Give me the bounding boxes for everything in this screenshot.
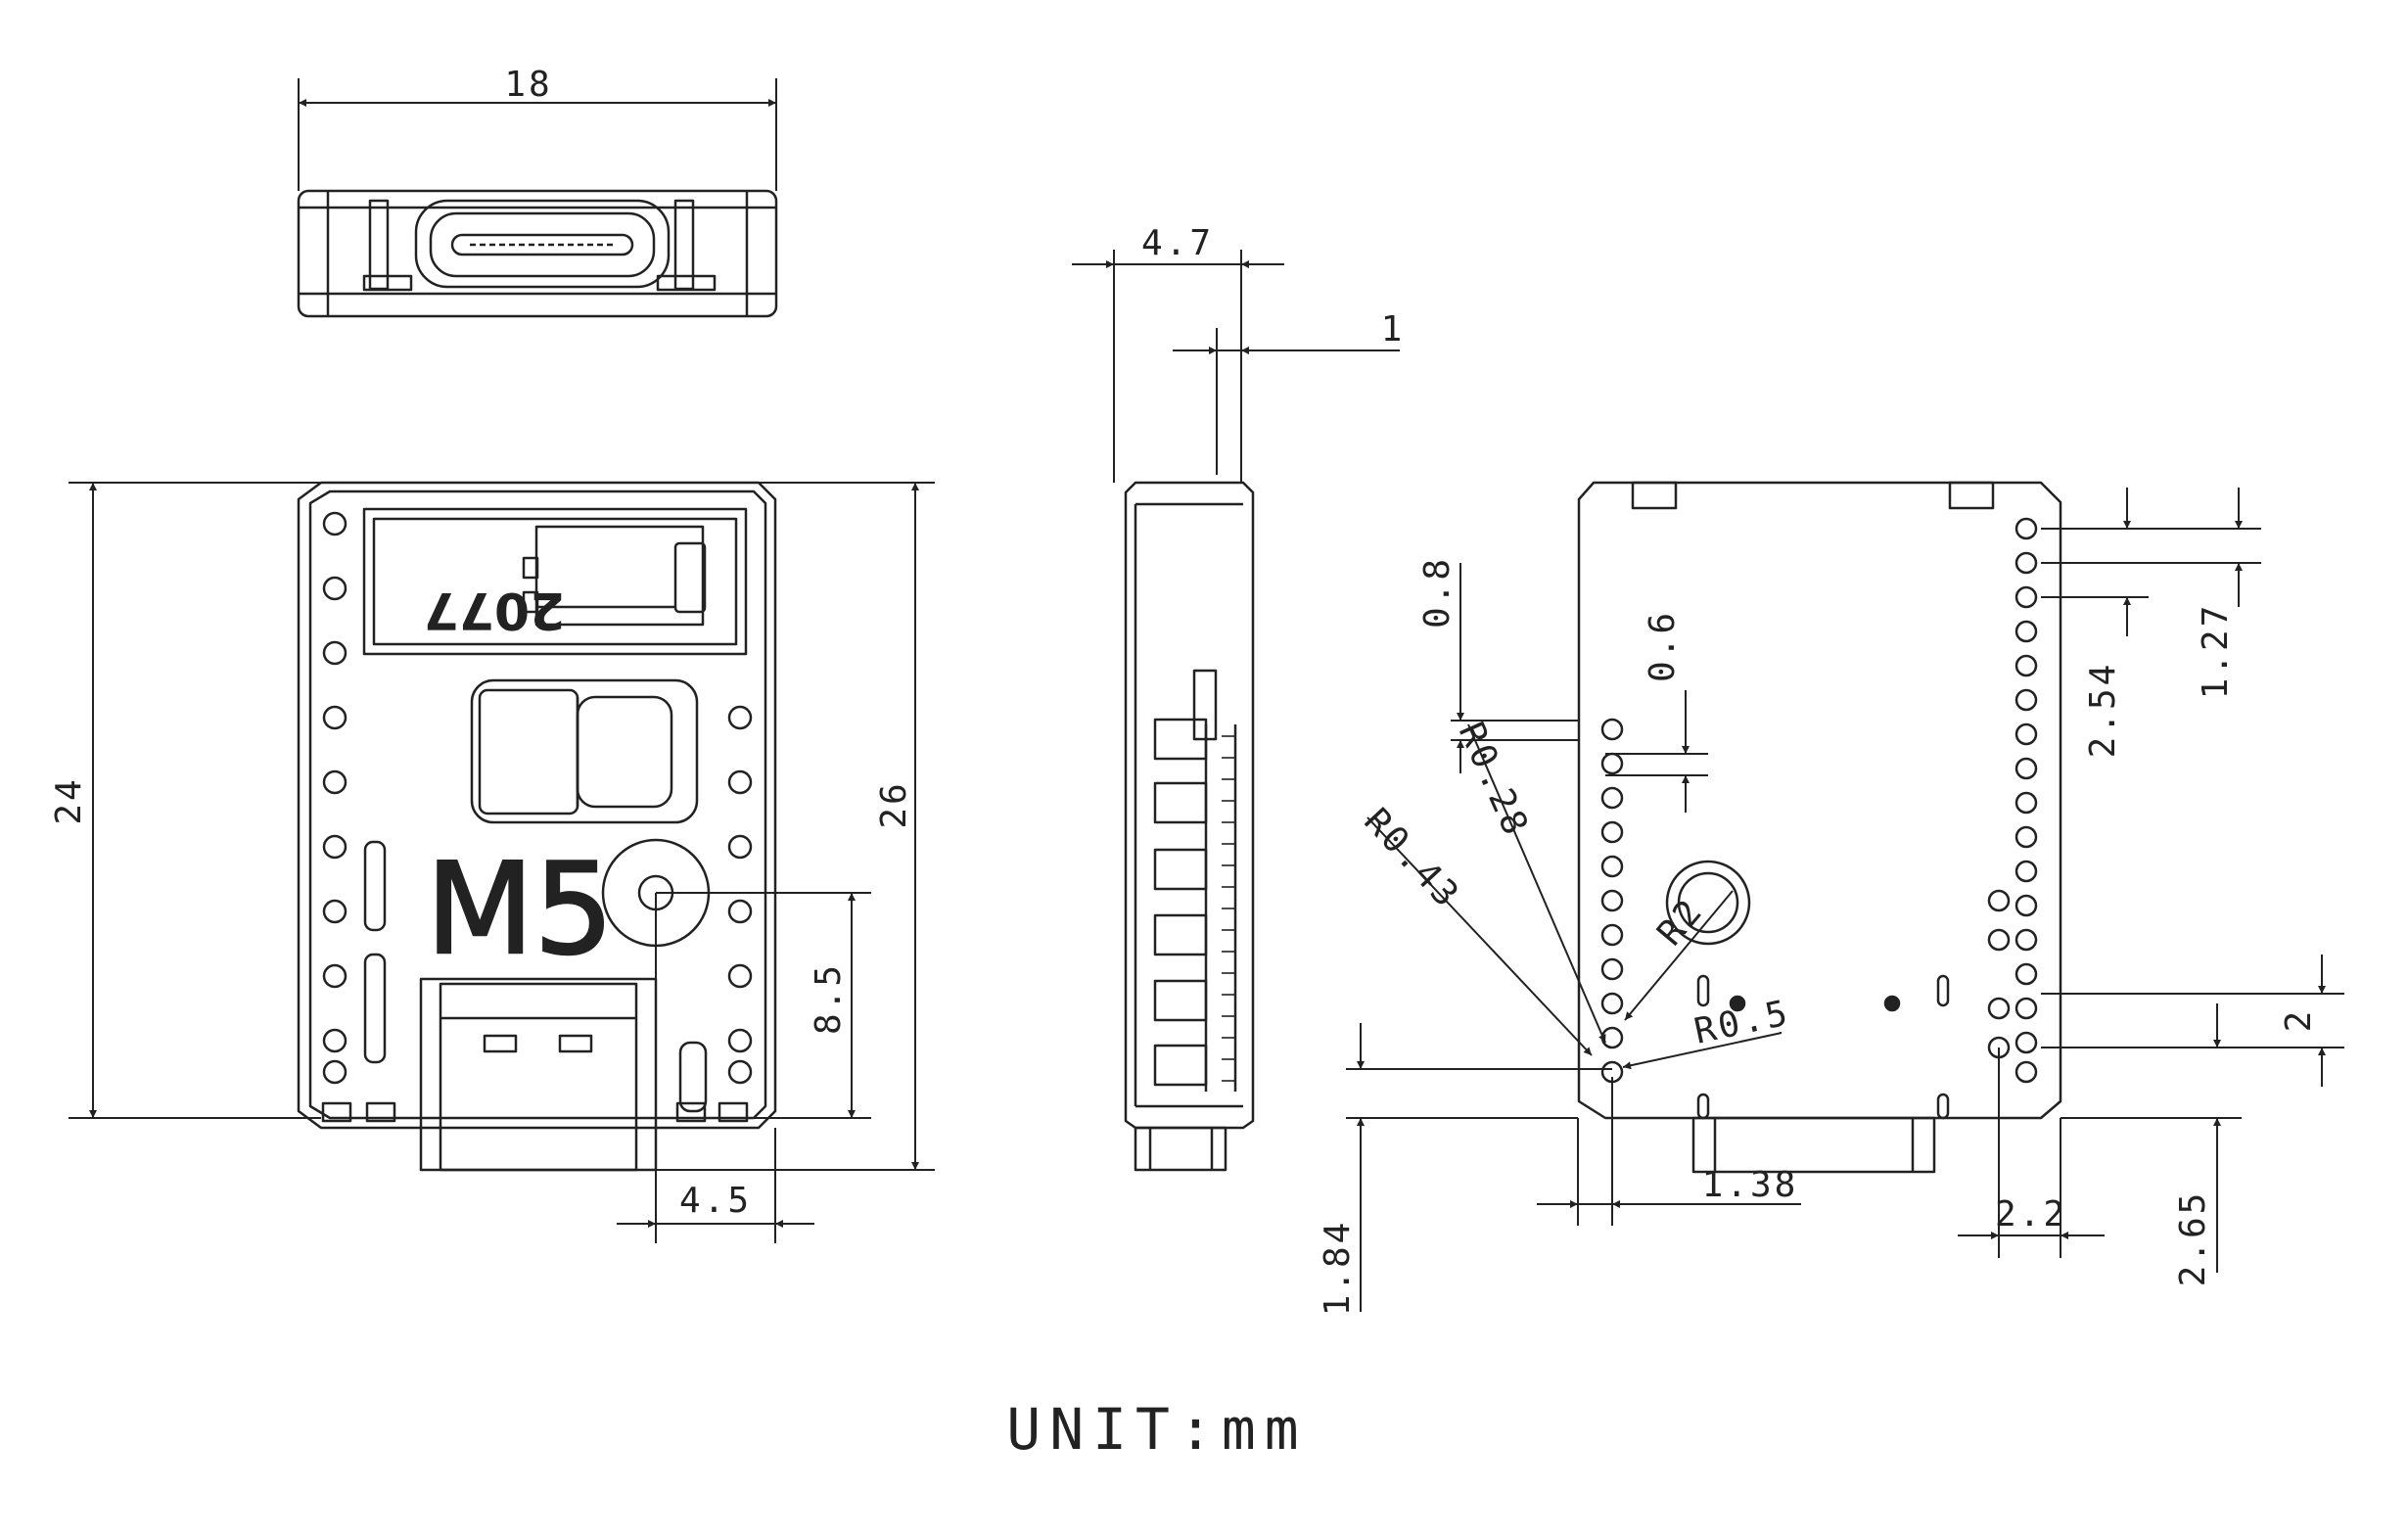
dim-bottom-pad-offset: 2.65 bbox=[2173, 1190, 2213, 1287]
left-castellated-pads bbox=[322, 511, 347, 1085]
side-usb-plug bbox=[1134, 1126, 1227, 1172]
button-housing bbox=[470, 678, 699, 824]
dim-row-pitch: 2 bbox=[2279, 1008, 2319, 1033]
dim-edge-offset-y: 1.84 bbox=[1318, 1220, 1358, 1317]
bottom-left-pads bbox=[1600, 718, 1624, 1084]
bottom-mount-ring bbox=[1665, 860, 1751, 946]
dim-hole-offset-x: 4.5 bbox=[679, 1181, 752, 1221]
dim-hole-offset-y: 8.5 bbox=[809, 962, 849, 1035]
chip-marking: 2077 bbox=[424, 581, 566, 639]
bottom-view-outline bbox=[1577, 481, 2062, 1120]
dim-pad-gap: 0.6 bbox=[1643, 610, 1683, 682]
dim-pad-spacing: 2.2 bbox=[1995, 1194, 2067, 1234]
m5-logo: M5 bbox=[426, 837, 614, 983]
dim-pin-pitch: 2.54 bbox=[2083, 662, 2123, 759]
chip-area bbox=[362, 507, 748, 656]
dim-width-18: 18 bbox=[504, 65, 552, 105]
bottom-view bbox=[1577, 481, 2062, 1174]
dim-pin-offset: 1.27 bbox=[2196, 603, 2236, 700]
usb-c-port bbox=[414, 199, 671, 289]
dim-thickness: 4.7 bbox=[1141, 223, 1214, 263]
front-view bbox=[297, 481, 777, 1172]
usb-a-plug bbox=[419, 977, 658, 1172]
dim-bottom-thickness: 1 bbox=[1381, 309, 1406, 349]
top-view bbox=[297, 189, 778, 318]
dim-height-26: 26 bbox=[874, 780, 914, 828]
dim-radius-large: R0.43 bbox=[1356, 801, 1467, 916]
dim-height-24: 24 bbox=[49, 776, 89, 824]
side-view-outline bbox=[1124, 481, 1255, 1130]
front-view-outline bbox=[297, 481, 777, 1130]
bottom-usb-plug bbox=[1691, 1116, 1936, 1174]
unit-label: UNIT:mm bbox=[1006, 1396, 1307, 1463]
top-view-body bbox=[297, 189, 778, 318]
right-castellated-pads bbox=[727, 705, 753, 1085]
side-view bbox=[1124, 481, 1255, 1172]
board-markings: 2077 M5 bbox=[424, 581, 615, 984]
dim-radius-small: R0.28 bbox=[1451, 717, 1537, 843]
dim-pad-inset: 0.8 bbox=[1417, 556, 1458, 629]
bottom-right-pads bbox=[1987, 517, 2038, 1084]
dimension-lines bbox=[69, 78, 2344, 1312]
dim-pad-radius: R0.5 bbox=[1690, 993, 1793, 1052]
dim-edge-offset-x: 1.38 bbox=[1702, 1165, 1799, 1205]
